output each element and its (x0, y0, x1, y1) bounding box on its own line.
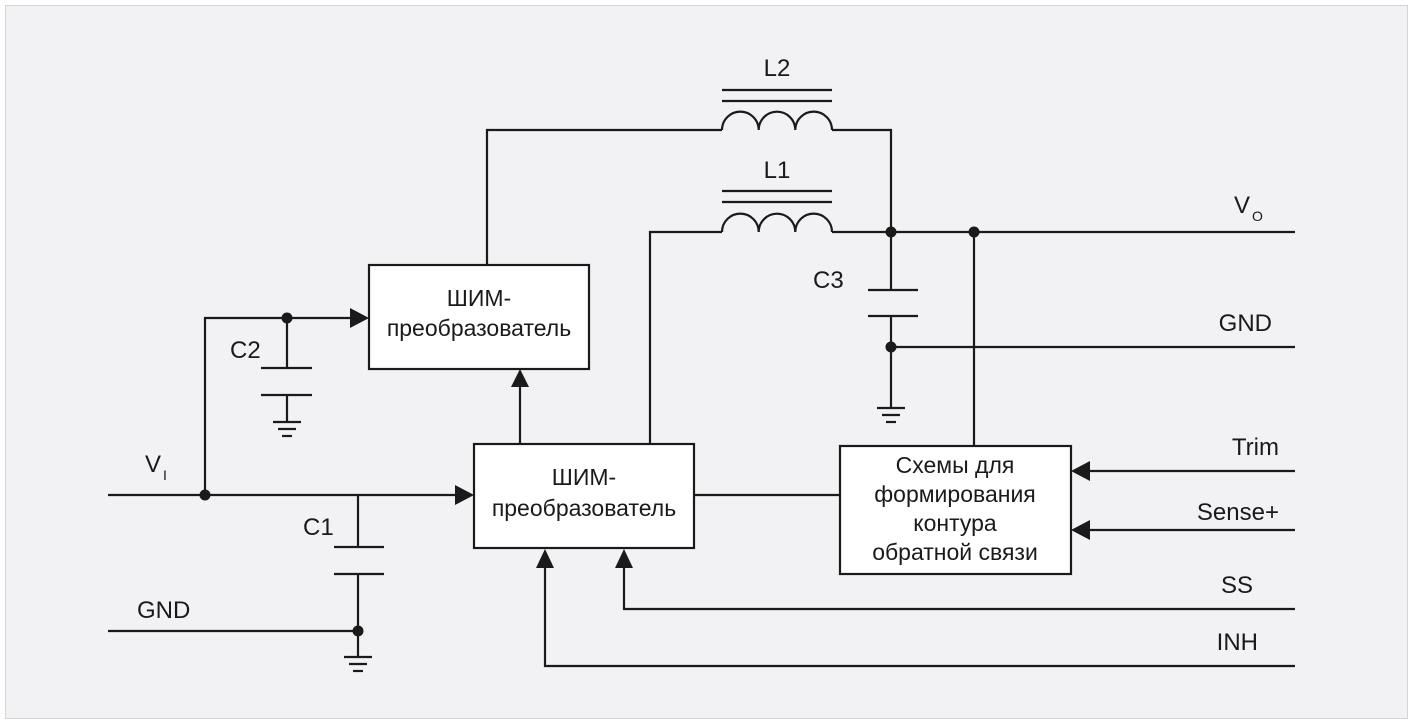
arrow-right-icon (350, 308, 369, 328)
pwm-upper-label-line2: преобразователь (387, 315, 571, 341)
feedback-label-line4: обратной связи (872, 539, 1038, 565)
junction-dot (199, 489, 211, 501)
capacitor-c3-label: C3 (813, 267, 844, 294)
terminal-gnd-output-label: GND (1219, 310, 1272, 337)
pwm-lower-label-line1: ШИМ- (552, 464, 616, 490)
inductor-l1-label: L1 (764, 157, 791, 184)
inductor-l1 (720, 189, 834, 233)
pwm-upper-label-line1: ШИМ- (447, 285, 511, 311)
inductor-l2 (720, 88, 834, 131)
capacitor-c1-label: C1 (303, 514, 334, 541)
wire-lower-pwm-to-l1 (648, 230, 722, 444)
diagram-frame (5, 5, 1408, 719)
terminal-sense-label: Sense+ (1197, 499, 1279, 526)
pwm-lower-label-line2: преобразователь (492, 495, 676, 521)
terminal-trim-label: Trim (1232, 434, 1279, 461)
feedback-label-line3: контура (913, 510, 997, 536)
terminal-ss-label: SS (1221, 572, 1253, 599)
arrow-up-icon (536, 549, 554, 568)
junction-dot (281, 312, 293, 324)
wire-upper-pwm-to-l2 (485, 128, 722, 265)
inductor-l2-label: L2 (764, 55, 791, 82)
junction-dot (885, 226, 897, 238)
terminal-gnd-input-label: GND (137, 597, 190, 624)
ground-icon-c3 (877, 406, 905, 424)
arrow-up-icon (511, 369, 529, 387)
wire-vi-to-upper-pwm (203, 316, 352, 495)
junction-dot (968, 226, 980, 238)
pwm-converter-upper-block (367, 263, 591, 371)
arrow-left-icon (1071, 520, 1090, 540)
capacitor-c2-label: C2 (230, 337, 261, 364)
feedback-loop-block (838, 444, 1073, 576)
arrow-up-icon (615, 549, 633, 568)
terminal-inh-label: INH (1217, 629, 1258, 656)
feedback-label-line1: Схемы для (896, 452, 1015, 478)
ground-icon-c2 (273, 420, 301, 438)
wire-inh (543, 568, 1295, 668)
pwm-converter-lower-block (472, 442, 696, 550)
ground-icon-c1 (344, 655, 372, 673)
wire-l2-to-vo-node (832, 128, 893, 232)
junction-dot (885, 341, 897, 353)
feedback-label-line2: формирования (874, 481, 1036, 507)
arrow-right-icon (455, 485, 474, 505)
junction-dot (352, 625, 364, 637)
wire-ss (622, 568, 1295, 611)
arrow-left-icon (1071, 461, 1090, 481)
